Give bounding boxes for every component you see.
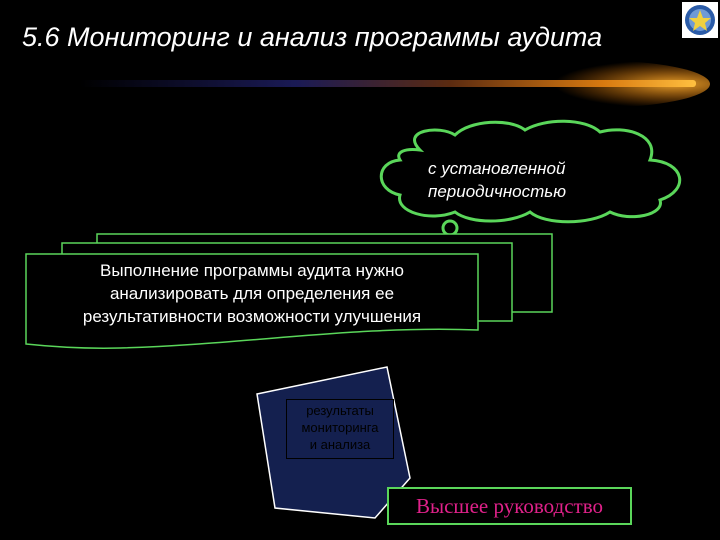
results-box: результаты мониторинга и анализа xyxy=(286,399,394,459)
card-text: Выполнение программы аудита нужно анализ… xyxy=(26,259,478,328)
logo-icon xyxy=(682,2,718,38)
card-line-2: анализировать для определения ее xyxy=(109,284,395,303)
management-box: Высшее руководство xyxy=(387,487,632,525)
card-line-3: результативности возможности улучшения xyxy=(82,307,422,326)
card-line-1: Выполнение программы аудита нужно xyxy=(100,261,404,280)
cloud-text: с установленной периодичностью xyxy=(428,157,618,203)
results-line-3: и анализа xyxy=(309,437,371,452)
cloud-line-2: периодичностью xyxy=(428,182,567,201)
results-line-1: результаты xyxy=(306,403,374,418)
title-underline xyxy=(80,60,710,108)
card-stack xyxy=(25,233,553,349)
results-line-2: мониторинга xyxy=(301,420,379,435)
cloud-line-1: с установленной xyxy=(428,159,566,178)
page-title: 5.6 Мониторинг и анализ программы аудита xyxy=(22,22,603,52)
